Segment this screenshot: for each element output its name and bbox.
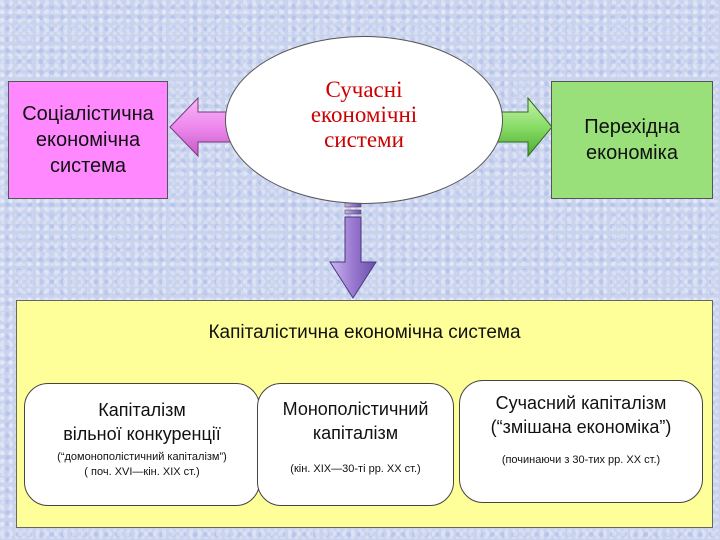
socialist-line-2: економічна [35,129,141,151]
socialist-line-3: система [49,155,127,177]
arrow-to-capitalist [329,195,377,299]
capitalist-system-title: Капіталістична економічна система [208,322,521,343]
card-2-title-line-2: капіталізм [312,423,399,443]
transitional-line-1: Перехідна [584,116,680,138]
center-line-2: економічні [310,101,418,127]
card-2-note-line-1: (кін. XIX—30-ті рр. XX ст.) [290,463,421,475]
card-3-note-line-1: (починаючи з 30-тих рр. XX ст.) [501,454,661,466]
card-3-title-line-1: Сучасний капіталізм [495,393,667,413]
card-1-note-line-2: ( поч. XVI—кін. XIX ст.) [84,466,200,478]
free-competition-capitalism-card: Капіталізм вільної конкуренції (“домоноп… [24,383,260,506]
card-2-title-line-1: Монополістичний [282,399,429,419]
card-3-title-line-2: (“змішана економіка”) [490,417,672,437]
socialist-line-1: Соціалістична [22,103,154,125]
card-1-note-line-1: (“домонополістичний капіталізм”) [57,451,227,463]
card-1-title-line-2: вільної конкуренції [63,424,221,444]
center-line-3: системи [324,126,404,152]
modern-capitalism-card: Сучасний капіталізм (“змішана економіка”… [459,380,703,503]
center-line-1: Сучасні [325,76,403,102]
modern-economic-systems-ellipse: Сучасні економічні системи [225,36,503,204]
card-1-title-line-1: Капіталізм [98,400,186,420]
socialist-economic-system-box: Соціалістична економічна система [8,81,168,199]
transitional-economy-box: Перехідна економіка [551,81,713,199]
monopoly-capitalism-card: Монополістичний капіталізм (кін. XIX—30-… [257,383,454,506]
transitional-line-2: економіка [586,142,678,164]
